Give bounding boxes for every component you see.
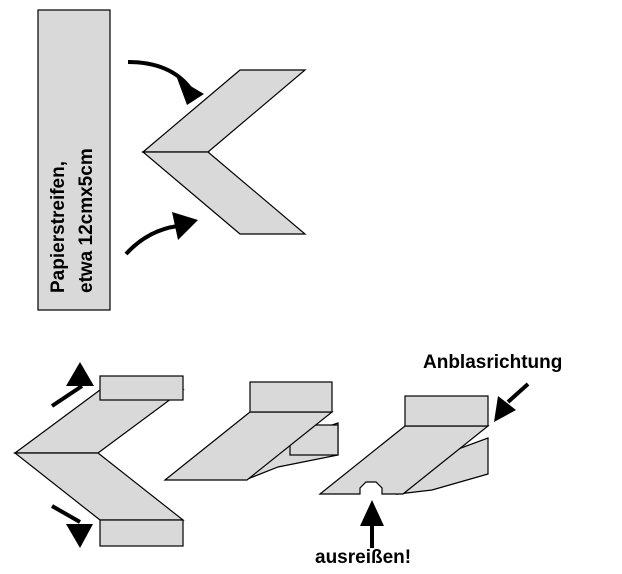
curved-arrow-top-head [177,78,204,105]
v4-top-flap [404,395,489,427]
arrow-blow-direction-shaft [506,382,530,404]
blow-direction-label: Anblasrichtung [423,352,563,373]
arrow-blow-direction-head [494,396,516,422]
paper-strip [37,9,111,311]
arrow-down-left-head [66,524,93,548]
arrow-down-left-shaft [51,504,81,524]
arrow-tear-head [360,500,384,526]
v2-bottom-flap [99,519,184,547]
v2-lower-arm [13,452,185,521]
curved-arrow-bottom [124,224,179,256]
arrow-up-left-shaft [50,384,84,408]
folded-v-lower-arm [141,151,307,235]
paper-strip-label-line1: Papierstreifen, [48,161,69,293]
paper-strip-label-line2: etwa 12cmx5cm [76,148,97,293]
folded-v-upper-arm [141,69,307,153]
v3-top-flap [249,381,333,413]
tear-out-label: ausreißen! [315,547,412,568]
v2-top-flap [99,375,184,401]
curved-arrow-bottom-head [172,212,198,240]
arrow-up-left-head [66,362,94,386]
paper-strip-label: Papierstreifen, etwa 12cmx5cm [38,10,110,310]
